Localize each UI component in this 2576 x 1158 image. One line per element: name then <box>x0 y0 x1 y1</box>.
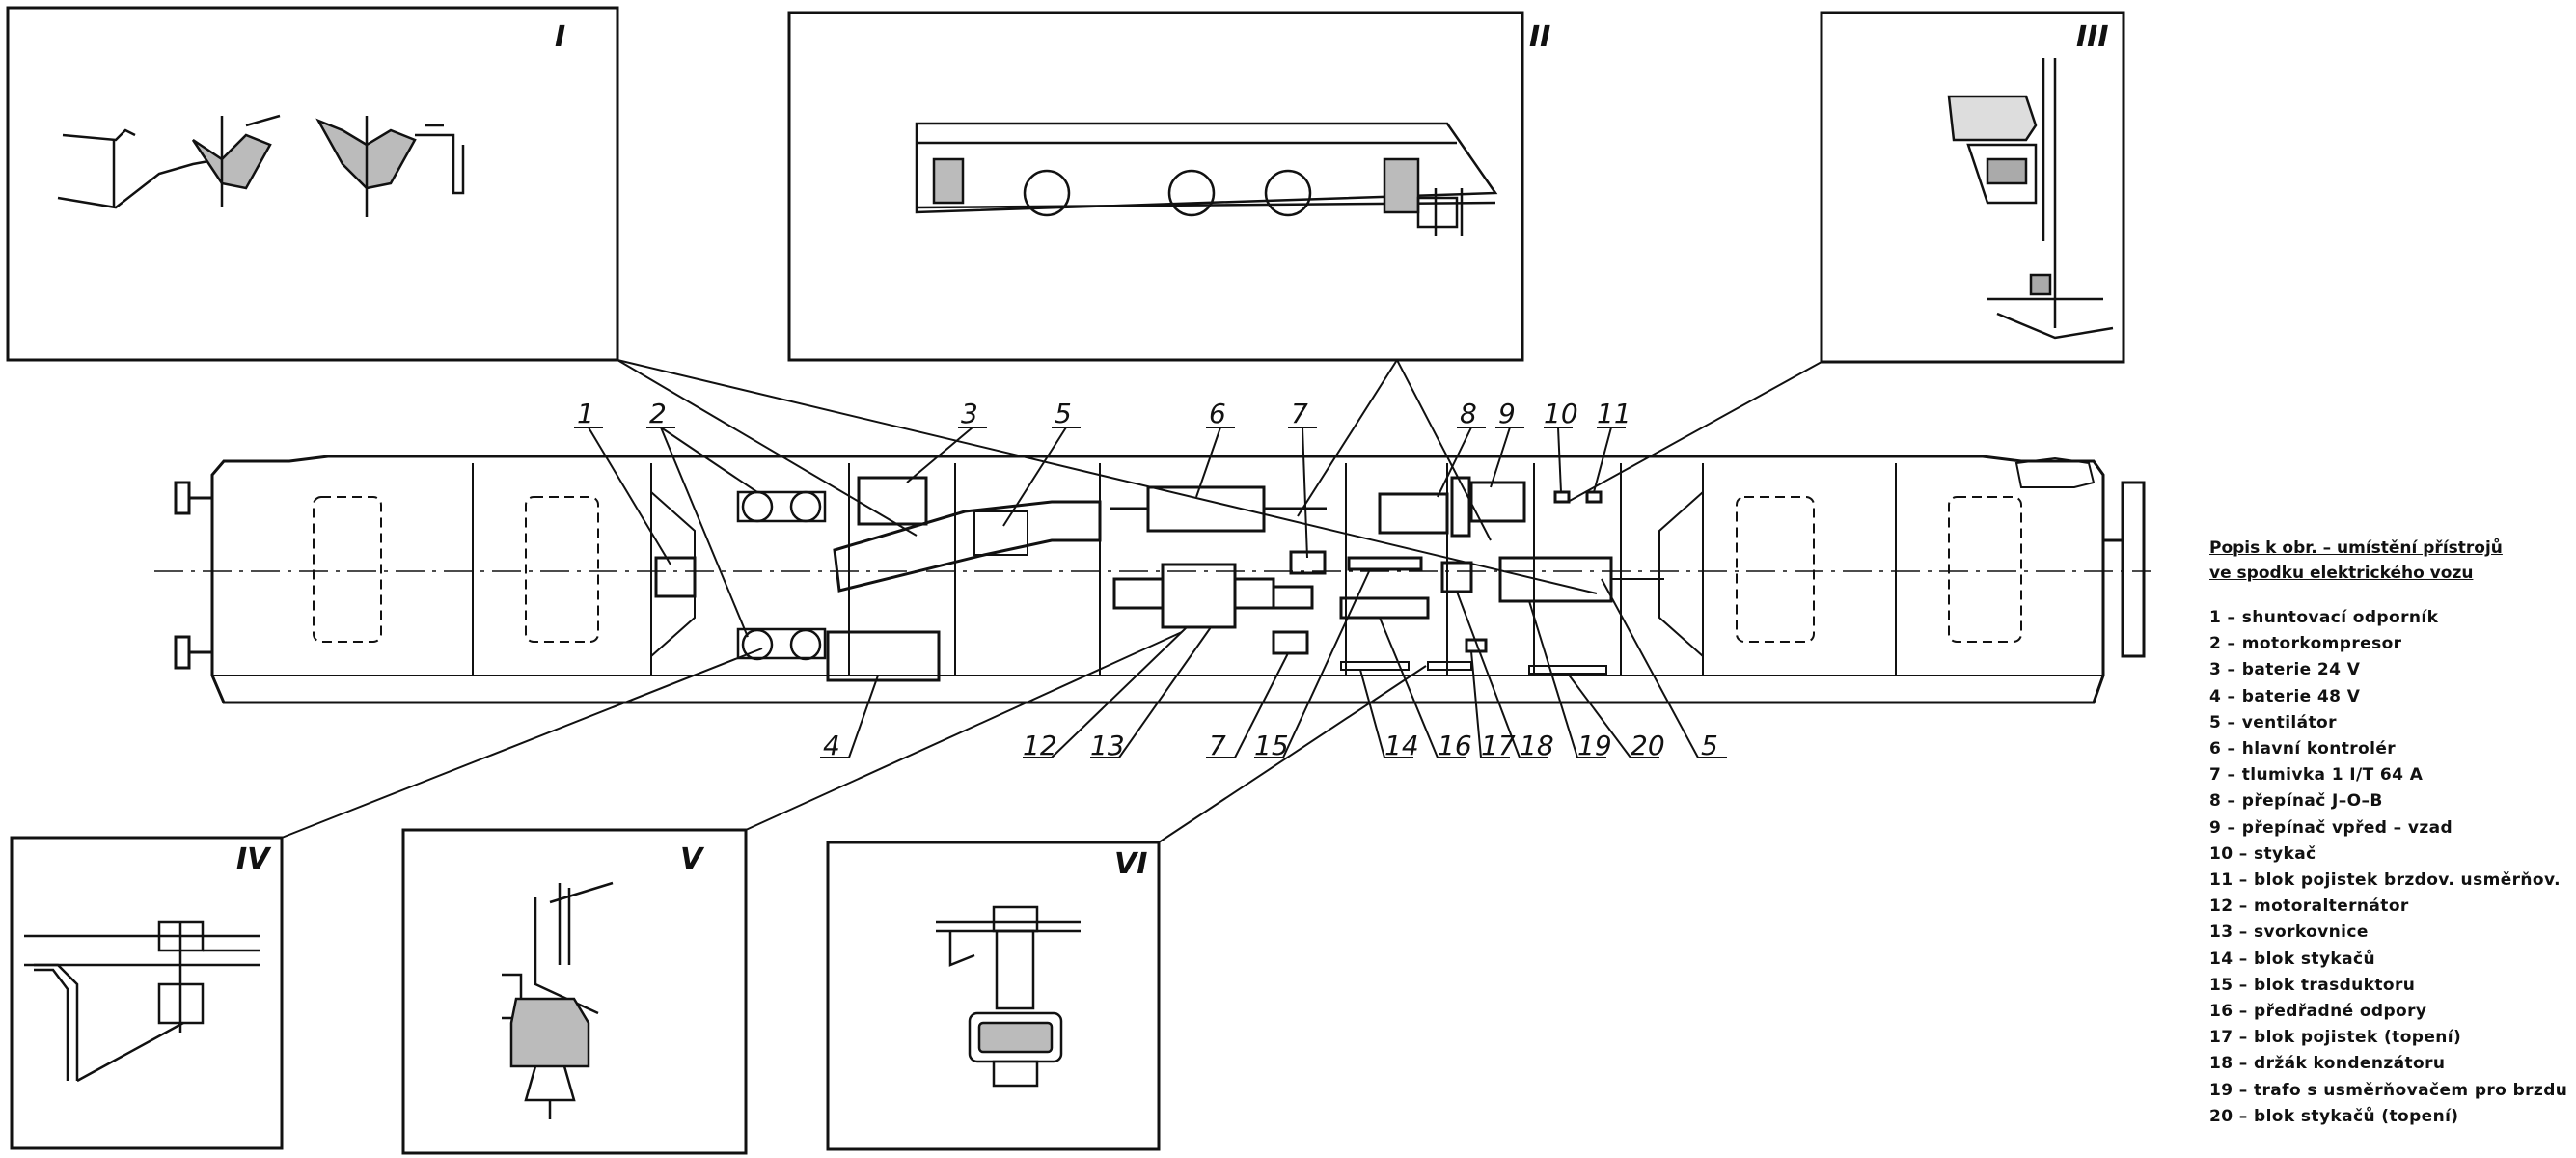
callout: 18 <box>1520 730 1554 761</box>
callout: 6 <box>1209 398 1226 429</box>
callout: 3 <box>961 398 978 429</box>
equip-4 <box>826 630 941 682</box>
legend-item: 7 – tlumivka 1 I/T 64 A <box>2209 765 2424 786</box>
legend-item: 2 – motorkompresor <box>2209 634 2402 654</box>
equip-14 <box>1340 661 1410 671</box>
legend-item: 11 – blok pojistek brzdov. usměrňov. <box>2209 870 2561 891</box>
detail-label-1: I <box>555 20 565 54</box>
legend-item: 19 – trafo s usměrňovačem pro brzdu <box>2209 1080 2568 1100</box>
callout: 5 <box>1055 398 1072 429</box>
legend-list: 1 – shuntovací odporník 2 – motorkompres… <box>2209 605 2568 1130</box>
legend-item: 9 – přepínač vpřed – vzad <box>2209 817 2453 838</box>
equip-15 <box>1347 556 1423 571</box>
legend-item: 10 – stykač <box>2209 843 2316 864</box>
legend-item: 16 – předřadné odpory <box>2209 1002 2427 1022</box>
detail-label-6: VI <box>1114 847 1147 881</box>
callout: 20 <box>1631 730 1665 761</box>
callout: 13 <box>1090 730 1125 761</box>
car-outline <box>210 455 2105 704</box>
legend-item: 18 – držák kondenzátoru <box>2209 1054 2446 1074</box>
legend-item: 15 – blok trasduktoru <box>2209 975 2416 995</box>
detail-frame-2 <box>787 11 1524 362</box>
detail-frame-4 <box>10 836 284 1150</box>
callout: 14 <box>1384 730 1419 761</box>
legend: Popis k obr. – umístění přístrojů ve spo… <box>2209 536 2568 1130</box>
callout: 5 <box>1701 730 1718 761</box>
legend-item: 5 – ventilátor <box>2209 712 2337 732</box>
equip-7b <box>1272 630 1309 655</box>
equip-1 <box>654 556 697 598</box>
equip-12 <box>1161 563 1237 629</box>
callout: 8 <box>1460 398 1477 429</box>
callout: 10 <box>1544 398 1578 429</box>
callout: 7 <box>1209 730 1226 761</box>
callout: 15 <box>1254 730 1289 761</box>
legend-item: 13 – svorkovnice <box>2209 923 2369 943</box>
callout: 1 <box>577 398 594 429</box>
legend-item: 20 – blok stykačů (topení) <box>2209 1106 2459 1126</box>
detail-frame-5 <box>401 828 748 1155</box>
callout: 11 <box>1597 398 1631 429</box>
equip-16 <box>1339 596 1430 620</box>
callout: 7 <box>1291 398 1308 429</box>
legend-item: 3 – baterie 24 V <box>2209 660 2361 680</box>
legend-item: 14 – blok stykačů <box>2209 949 2375 969</box>
equip-3 <box>857 476 928 526</box>
detail-label-4: IV <box>236 842 272 876</box>
callout: 2 <box>649 398 667 429</box>
equip-19 <box>1498 556 1613 603</box>
equip-11 <box>1585 490 1603 504</box>
callout: 4 <box>823 730 840 761</box>
legend-item: 12 – motoralternátor <box>2209 896 2409 917</box>
legend-item: 4 – baterie 48 V <box>2209 686 2361 706</box>
legend-item: 6 – hlavní kontrolér <box>2209 739 2397 759</box>
equip-9 <box>1469 481 1526 523</box>
legend-title-line2: ve spodku elektrického vozu <box>2209 564 2474 583</box>
callout: 12 <box>1023 730 1057 761</box>
legend-item: 8 – přepínač J–O–B <box>2209 791 2383 812</box>
legend-title-line1: Popis k obr. – umístění přístrojů <box>2209 538 2503 558</box>
callout: 9 <box>1498 398 1516 429</box>
equip-10 <box>1553 490 1571 504</box>
detail-label-2: II <box>1529 20 1550 54</box>
detail-frame-3 <box>1820 11 2125 364</box>
legend-item: 1 – shuntovací odporník <box>2209 608 2439 627</box>
detail-frame-1 <box>6 6 619 362</box>
detail-frame-6 <box>826 841 1161 1151</box>
detail-label-5: V <box>680 842 705 876</box>
callout: 17 <box>1481 730 1516 761</box>
legend-item: 17 – blok pojistek (topení) <box>2209 1028 2462 1048</box>
callout: 19 <box>1577 730 1612 761</box>
equip-17 <box>1465 638 1488 653</box>
equip-20 <box>1528 665 1607 675</box>
equip-8 <box>1378 492 1449 535</box>
callout: 16 <box>1438 730 1472 761</box>
detail-label-3: III <box>2076 20 2109 54</box>
